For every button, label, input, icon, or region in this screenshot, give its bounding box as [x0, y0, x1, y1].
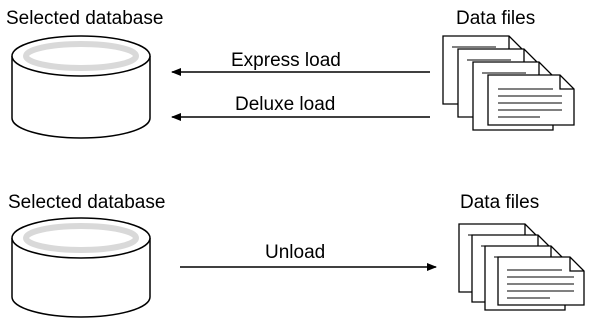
- data-file-page-icon: [497, 256, 585, 306]
- data-file-page-icon: [487, 74, 575, 126]
- data-files-stack-top: [442, 35, 575, 131]
- deluxe-load-label: Deluxe load: [235, 94, 336, 115]
- top-database-label: Selected database: [6, 8, 164, 29]
- top-files-label: Data files: [456, 8, 536, 29]
- database-cylinder-top: [11, 35, 151, 139]
- database-cylinder-bottom: [11, 217, 151, 318]
- unload-label: Unload: [265, 242, 326, 263]
- bottom-database-label: Selected database: [8, 192, 166, 213]
- express-load-label: Express load: [231, 50, 341, 71]
- bottom-files-label: Data files: [460, 192, 540, 213]
- data-files-stack-bottom: [458, 223, 585, 311]
